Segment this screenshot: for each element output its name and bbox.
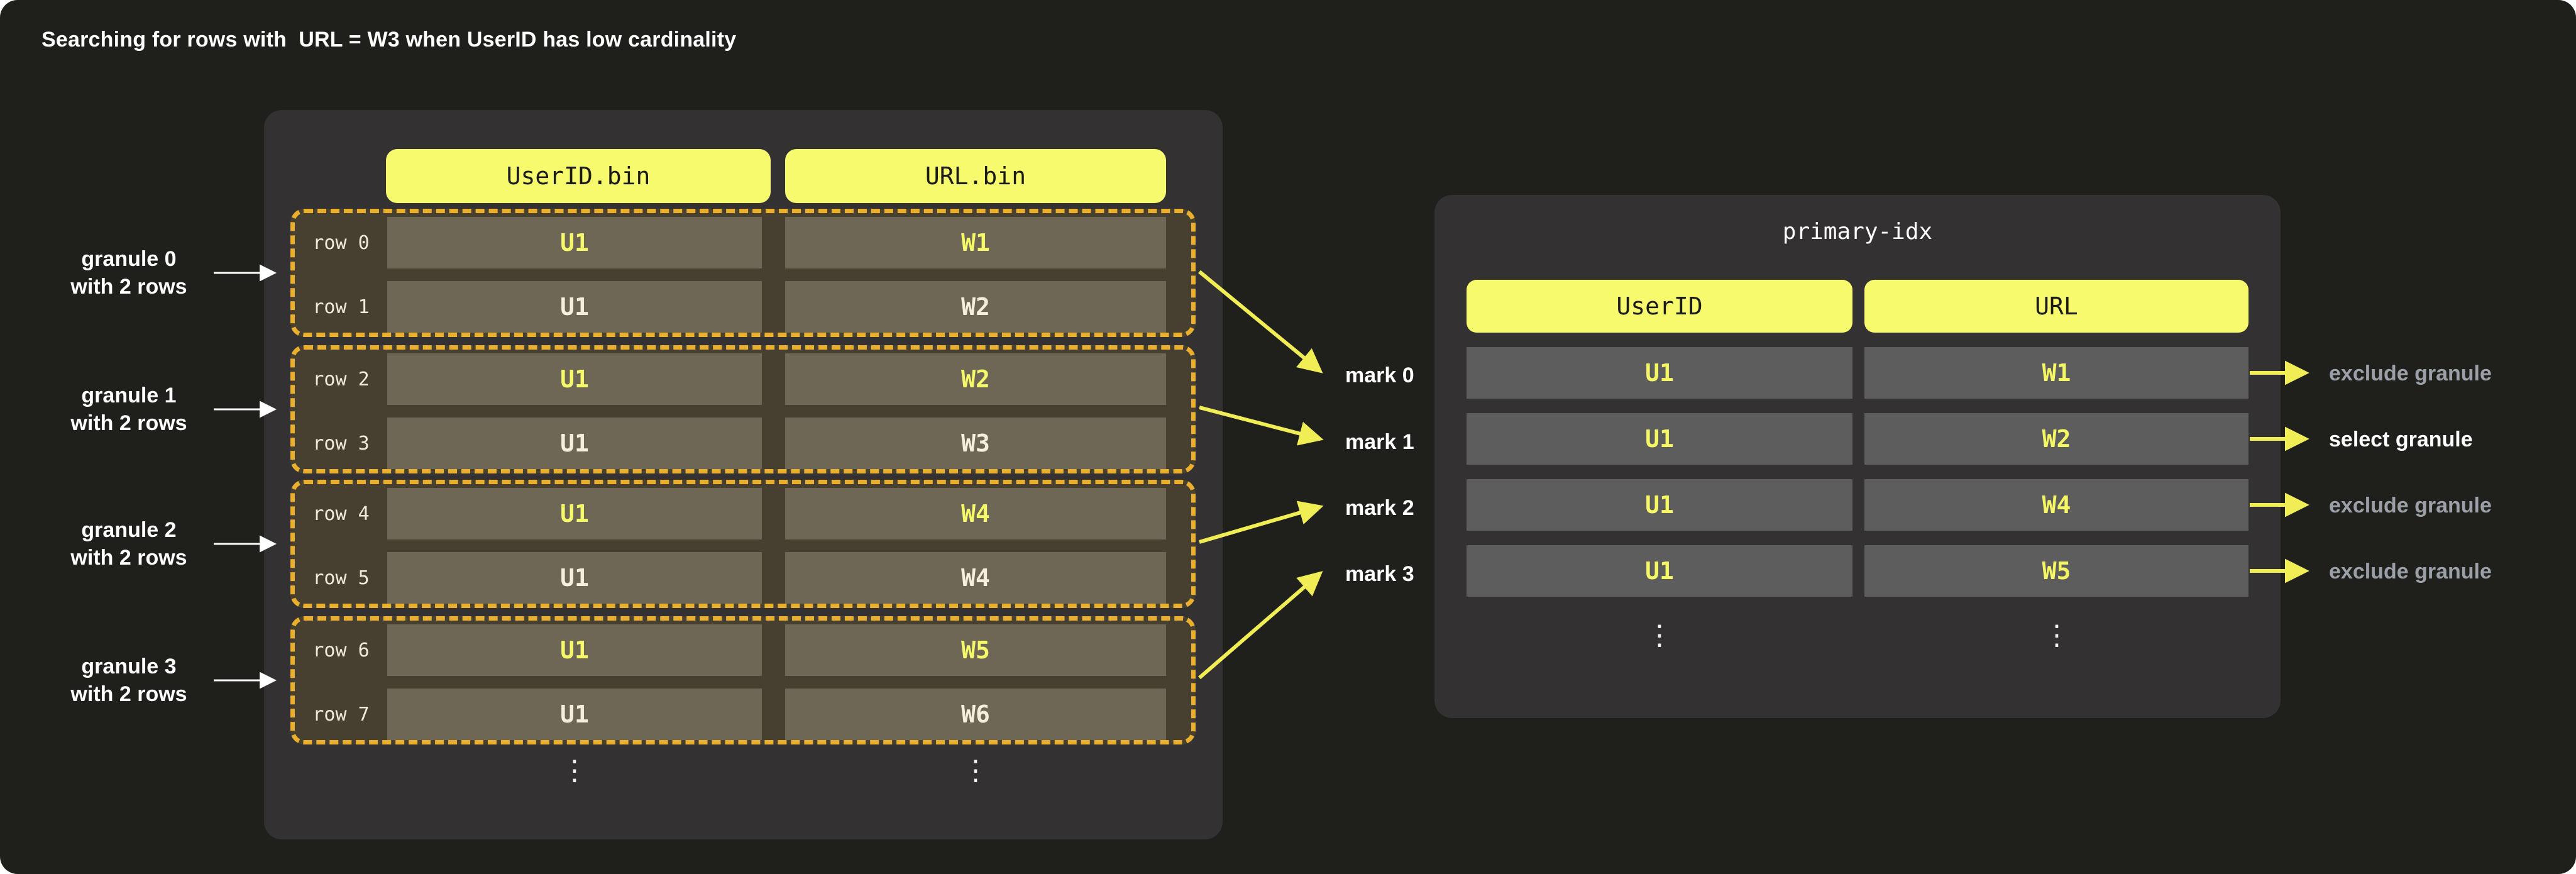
granule-label-line1: granule 1 (81, 384, 177, 407)
row-label: row 1 (312, 296, 370, 318)
granule-label-3: granule 3 with 2 rows (50, 653, 207, 708)
userid-cell: U1 (387, 689, 762, 740)
bin-ellipsis-url: ⋮ (962, 755, 989, 787)
granule-label-line2: with 2 rows (70, 682, 187, 706)
table-row: row 7 U1 W6 (295, 689, 1191, 740)
granule-label-0: granule 0 with 2 rows (50, 245, 207, 301)
row-label: row 2 (312, 368, 370, 390)
bin-header-userid: UserID.bin (386, 149, 771, 203)
outcome-label-2: exclude granule (2329, 494, 2492, 517)
row-label: row 0 (312, 231, 370, 254)
mark-label-1: mark 1 (1345, 430, 1414, 454)
url-cell: W5 (785, 624, 1166, 676)
index-cell-userid: U1 (1467, 545, 1852, 597)
index-header-url: URL (1864, 280, 2248, 333)
mark-label-3: mark 3 (1345, 562, 1414, 586)
url-cell: W3 (785, 418, 1166, 469)
granule-box-1: row 2 U1 W2 row 3 U1 W3 (290, 345, 1196, 473)
userid-cell: U1 (387, 488, 762, 539)
table-row: row 6 U1 W5 (295, 624, 1191, 676)
outcome-label-1: select granule (2329, 428, 2473, 451)
index-header-userid: UserID (1467, 280, 1852, 333)
url-cell: W4 (785, 552, 1166, 604)
granule-box-3: row 6 U1 W5 row 7 U1 W6 (290, 616, 1196, 744)
index-cell-url: W5 (1864, 545, 2248, 597)
userid-cell: U1 (387, 624, 762, 676)
userid-cell: U1 (387, 418, 762, 469)
table-row: row 3 U1 W3 (295, 418, 1191, 469)
mark-label-0: mark 0 (1345, 363, 1414, 387)
mark-label-2: mark 2 (1345, 496, 1414, 520)
bin-ellipsis-userid: ⋮ (561, 755, 588, 787)
granule-label-1: granule 1 with 2 rows (50, 382, 207, 437)
userid-cell: U1 (387, 353, 762, 405)
userid-cell: U1 (387, 281, 762, 333)
granule-box-0: row 0 U1 W1 row 1 U1 W2 (290, 209, 1196, 337)
userid-cell: U1 (387, 552, 762, 604)
table-row: row 4 U1 W4 (295, 488, 1191, 539)
index-cell-userid: U1 (1467, 479, 1852, 531)
bin-header-url: URL.bin (785, 149, 1166, 203)
granule-label-line2: with 2 rows (70, 275, 187, 299)
outcome-label-3: exclude granule (2329, 560, 2492, 584)
index-ellipsis-url: ⋮ (2043, 619, 2071, 651)
granule-label-line1: granule 0 (81, 247, 177, 271)
url-cell: W4 (785, 488, 1166, 539)
granule-label-line2: with 2 rows (70, 411, 187, 435)
row-label: row 7 (312, 703, 370, 726)
row-label: row 3 (312, 432, 370, 455)
index-cell-userid: U1 (1467, 413, 1852, 465)
outcome-label-0: exclude granule (2329, 362, 2492, 385)
url-cell: W1 (785, 217, 1166, 268)
granule-label-line2: with 2 rows (70, 546, 187, 570)
url-cell: W2 (785, 281, 1166, 333)
row-label: row 5 (312, 567, 370, 589)
url-cell: W6 (785, 689, 1166, 740)
table-row: row 5 U1 W4 (295, 552, 1191, 604)
granule-box-2: row 4 U1 W4 row 5 U1 W4 (290, 480, 1196, 608)
table-row: row 0 U1 W1 (295, 217, 1191, 268)
table-row: row 1 U1 W2 (295, 281, 1191, 333)
granule-label-2: granule 2 with 2 rows (50, 516, 207, 572)
primary-index-title: primary-idx (1782, 219, 1933, 245)
index-cell-userid: U1 (1467, 347, 1852, 399)
index-cell-url: W4 (1864, 479, 2248, 531)
table-row: row 2 U1 W2 (295, 353, 1191, 405)
row-label: row 4 (312, 502, 370, 525)
row-label: row 6 (312, 639, 370, 661)
index-ellipsis-userid: ⋮ (1646, 619, 1673, 651)
granule-label-line1: granule 2 (81, 518, 177, 542)
granule-label-line1: granule 3 (81, 655, 177, 678)
url-cell: W2 (785, 353, 1166, 405)
diagram-title: Searching for rows with URL = W3 when Us… (41, 28, 737, 52)
userid-cell: U1 (387, 217, 762, 268)
index-cell-url: W1 (1864, 347, 2248, 399)
index-cell-url: W2 (1864, 413, 2248, 465)
